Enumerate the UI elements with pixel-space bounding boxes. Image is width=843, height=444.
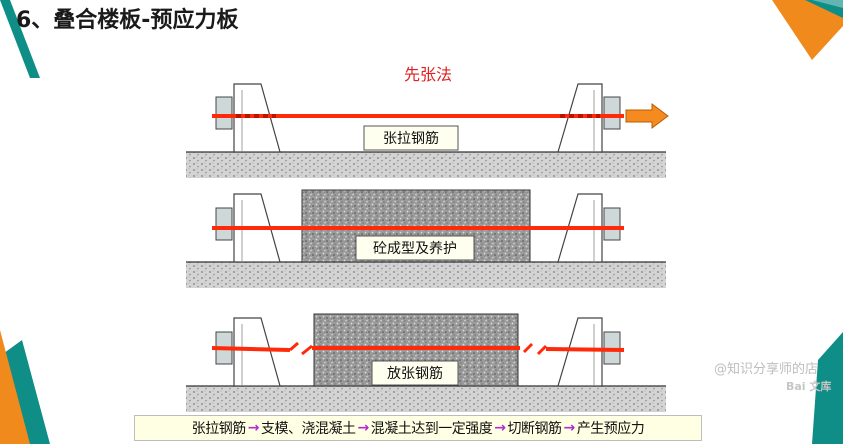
stage-label-box: 张拉钢筋 bbox=[363, 125, 459, 151]
process-step: 混凝土达到一定强度 bbox=[370, 421, 493, 437]
stage-label-casting: 砼成型及养护 bbox=[373, 241, 457, 257]
stage-casting bbox=[186, 189, 666, 288]
process-step: 支模、浇混凝土 bbox=[261, 421, 356, 437]
arrow-right-icon: → bbox=[563, 420, 575, 436]
anchor-abutment-left bbox=[215, 317, 281, 387]
arrow-right-icon: → bbox=[247, 420, 260, 436]
corner-decoration-top-right bbox=[772, 0, 843, 60]
process-step: 张拉钢筋 bbox=[191, 421, 247, 437]
method-title: 先张法 bbox=[404, 65, 452, 84]
process-step: 切断钢筋 bbox=[507, 421, 562, 437]
corner-decoration-bottom-left bbox=[0, 330, 50, 444]
arrow-right-icon: → bbox=[357, 420, 370, 436]
stage-tensioning bbox=[186, 83, 669, 178]
arrow-right-icon: → bbox=[494, 420, 506, 436]
watermark-text: @知识分享师的店 bbox=[714, 362, 819, 377]
stage-label-box: 砼成型及养护 bbox=[355, 235, 475, 261]
ground-slab bbox=[186, 152, 666, 178]
stage-label-box: 放张钢筋 bbox=[371, 360, 459, 386]
prestressing-tendon bbox=[211, 346, 291, 352]
process-step: 产生预应力 bbox=[576, 421, 645, 437]
stage-label-release: 放张钢筋 bbox=[387, 365, 443, 382]
corner-decoration-bottom-right bbox=[812, 332, 843, 444]
anchor-abutment-right bbox=[557, 317, 621, 387]
corner-decoration-top-left bbox=[0, 0, 40, 78]
baidu-wenku-logo: Bai 文库 bbox=[786, 380, 832, 393]
page-title: 6、叠合楼板-预应力板 bbox=[16, 8, 239, 33]
ground-slab bbox=[186, 262, 666, 288]
process-flow-bar: 张拉钢筋 → 支模、浇混凝土 → 混凝土达到一定强度 → 切断钢筋 → 产生预应… bbox=[134, 415, 702, 441]
ground-slab bbox=[186, 386, 666, 412]
tension-arrow-icon bbox=[625, 103, 669, 129]
stage-label-tensioning: 张拉钢筋 bbox=[383, 130, 439, 147]
